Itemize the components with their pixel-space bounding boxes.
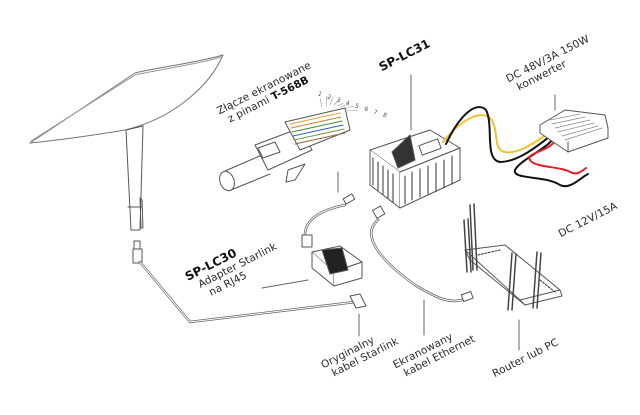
starlink-cable xyxy=(132,240,367,324)
pin-5: 5 xyxy=(354,102,362,111)
dc-converter xyxy=(539,94,609,153)
rj45-connector xyxy=(219,95,359,192)
power-wires xyxy=(442,106,589,188)
sp-lc30-device xyxy=(261,245,363,289)
starlink-dish xyxy=(29,54,224,231)
pin-3: 3 xyxy=(335,96,344,105)
router-device xyxy=(463,203,563,351)
pin-4: 4 xyxy=(344,99,353,108)
pin-1: 1 xyxy=(316,90,325,99)
ethernet-cable xyxy=(370,205,474,336)
patch-cable xyxy=(301,171,356,248)
pin-6: 6 xyxy=(363,105,371,115)
pin-7: 7 xyxy=(372,108,381,118)
sp-lc31-device xyxy=(369,74,461,209)
pin-2: 2 xyxy=(326,93,334,102)
